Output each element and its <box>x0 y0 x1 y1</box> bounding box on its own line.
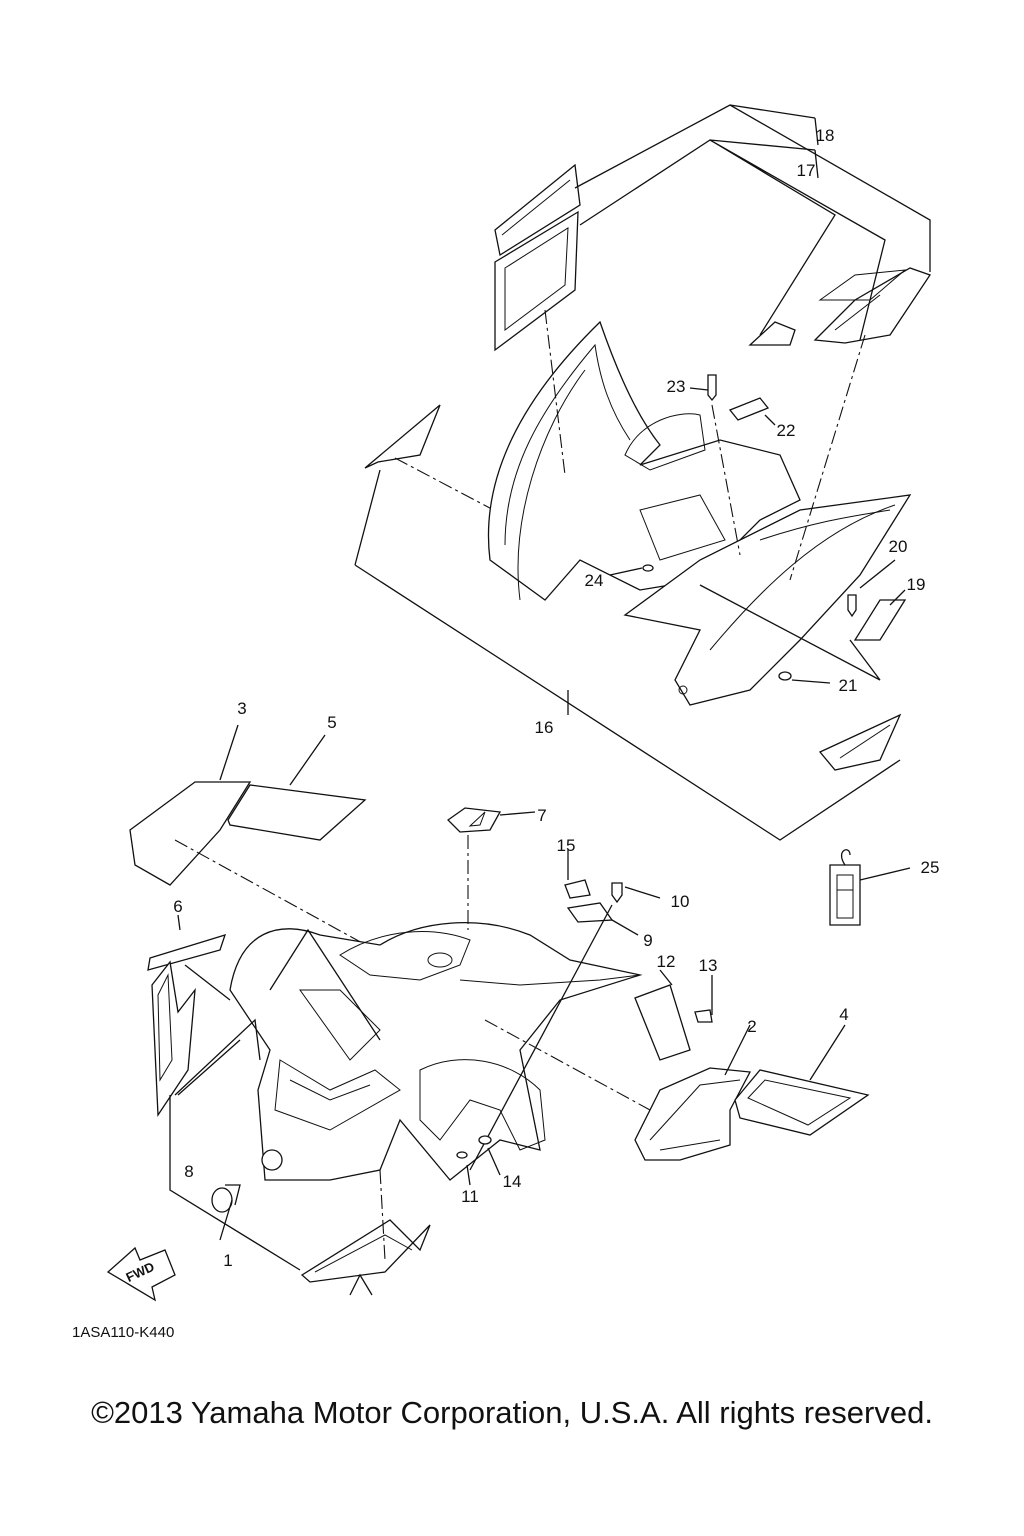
fwd-arrow-icon: FWD <box>106 1246 176 1302</box>
callout-11: 11 <box>461 1187 479 1206</box>
callout-18: 18 <box>816 126 835 145</box>
callout-10: 10 <box>671 892 690 911</box>
callout-labels: 1 2 3 4 5 6 7 8 9 10 11 12 13 14 15 16 1… <box>173 126 939 1270</box>
callout-13: 13 <box>699 956 718 975</box>
callout-23: 23 <box>667 377 686 396</box>
callout-24: 24 <box>585 571 604 590</box>
callout-25: 25 <box>921 858 940 877</box>
callout-17: 17 <box>797 161 816 180</box>
callout-6: 6 <box>173 897 182 916</box>
callout-3: 3 <box>237 699 246 718</box>
front-fender-assembly: FWD <box>106 724 911 1302</box>
callout-4: 4 <box>839 1005 848 1024</box>
callout-15: 15 <box>557 836 576 855</box>
callout-1: 1 <box>223 1251 232 1270</box>
copyright-notice: ©2013 Yamaha Motor Corporation, U.S.A. A… <box>91 1395 933 1430</box>
callout-2: 2 <box>747 1017 756 1036</box>
rear-fender-assembly <box>354 104 932 841</box>
callout-19: 19 <box>907 575 926 594</box>
callout-8: 8 <box>184 1162 193 1181</box>
callout-14: 14 <box>503 1172 522 1191</box>
callout-5: 5 <box>327 713 336 732</box>
callout-12: 12 <box>657 952 676 971</box>
drawing-code: 1ASA110-K440 <box>72 1324 174 1341</box>
callout-21: 21 <box>839 676 858 695</box>
callout-16: 16 <box>535 718 554 737</box>
callout-7: 7 <box>537 806 546 825</box>
callout-20: 20 <box>889 537 908 556</box>
callout-22: 22 <box>777 421 796 440</box>
callout-9: 9 <box>643 931 652 950</box>
